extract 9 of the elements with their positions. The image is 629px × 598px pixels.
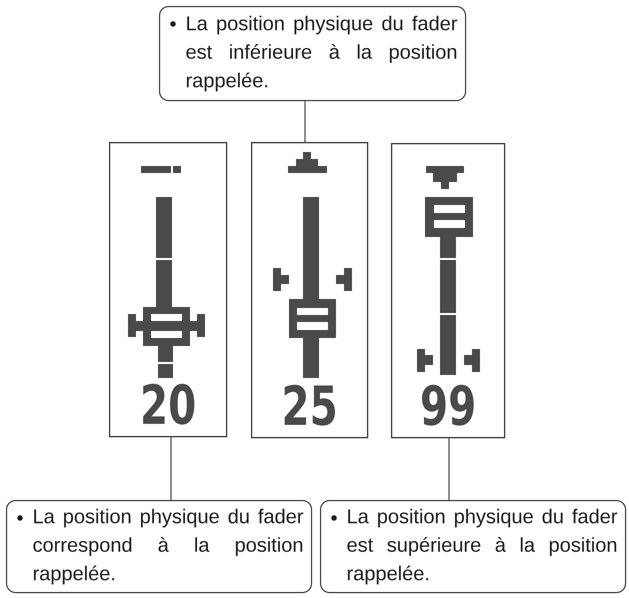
callout-box: La position physique du fader correspond à la position rappelée. (6, 500, 312, 594)
display-panel: 99 (391, 143, 506, 438)
callout-box: La position physique du fader est supérieure à la position rappelée. (320, 500, 626, 594)
callout-box: La position physique du fader est inférieure à la position rappelée. (159, 6, 466, 102)
display-panel: 20 (109, 142, 228, 438)
display-panel: 25 (251, 142, 368, 438)
leader-line (448, 438, 450, 500)
leader-line (304, 100, 306, 142)
leader-line (170, 436, 172, 500)
